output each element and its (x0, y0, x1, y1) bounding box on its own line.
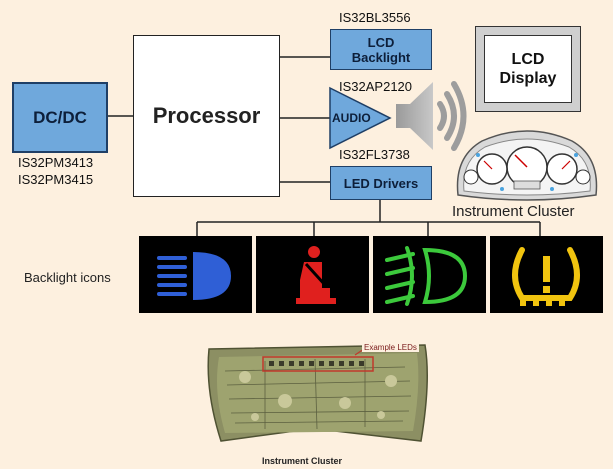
instrument-cluster-picture (456, 130, 598, 201)
processor-label: Processor (152, 103, 261, 128)
lcd-display: LCD Display (475, 26, 581, 112)
backlight-icons-label: Backlight icons (24, 270, 111, 285)
dcdc-part-number-2: IS32PM3415 (18, 172, 94, 187)
pcb-caption: Instrument Cluster (262, 456, 343, 466)
fog-light-tile (373, 236, 486, 313)
speaker-icon (396, 81, 467, 151)
processor-block: Processor (133, 35, 280, 197)
lcd-display-line2: Display (499, 70, 557, 87)
dcdc-label: DC/DC (33, 107, 87, 127)
tire-pressure-icon (512, 247, 580, 306)
instrument-cluster-label: Instrument Cluster (452, 203, 575, 220)
seatbelt-tile (256, 236, 369, 313)
audio-amplifier-triangle (329, 86, 392, 150)
lcd-backlight-label-line2: Backlight (351, 49, 411, 65)
example-leds-label: Example LEDs (362, 343, 419, 352)
led-drivers-label: LED Drivers (343, 175, 419, 191)
lcd-backlight-block: LCD Backlight (330, 29, 432, 70)
dcdc-block: DC/DC (12, 82, 108, 153)
lcd-backlight-label-line1: LCD (367, 34, 395, 50)
tire-pressure-tile (490, 236, 603, 313)
audio-label: AUDIO (332, 111, 371, 125)
audio-part-number: IS32AP2120 (339, 79, 413, 94)
led-part-number: IS32FL3738 (339, 147, 410, 162)
backlight-part-number: IS32BL3556 (339, 10, 411, 25)
fog-light-icon (385, 246, 468, 306)
seatbelt-icon (296, 246, 336, 304)
lcd-display-screen: LCD Display (484, 35, 572, 103)
lcd-display-line1: LCD (511, 51, 545, 68)
pcb-board-picture (207, 342, 428, 442)
headlight-tile (139, 236, 252, 313)
headlight-icon (157, 252, 231, 300)
led-drivers-block: LED Drivers (330, 166, 432, 200)
dcdc-part-number-1: IS32PM3413 (18, 155, 94, 170)
